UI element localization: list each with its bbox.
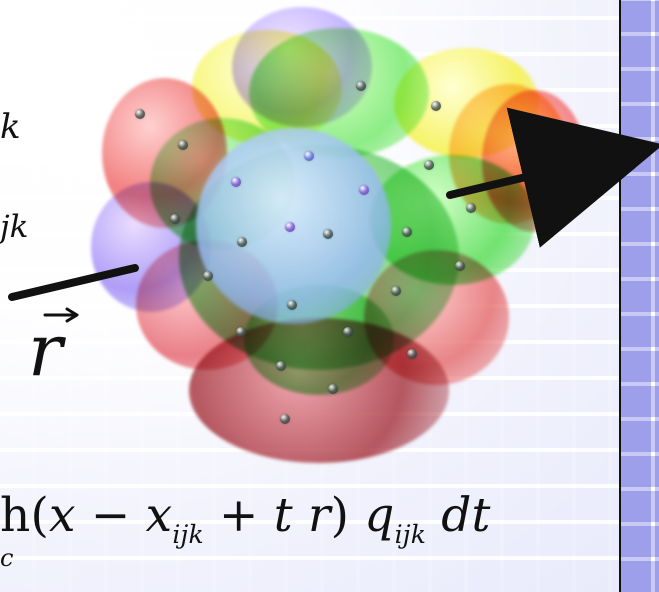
vector-r-arrow [43, 307, 79, 323]
formula-dt: dt [441, 488, 491, 543]
formula-close: ) [330, 488, 350, 543]
outgoing-arrow-line [446, 107, 659, 248]
integral-formula: h(x − xijk + t r) qijk dt [0, 492, 491, 547]
right-panel-grid [620, 0, 659, 592]
formula-prefix: h( [0, 488, 50, 543]
formula-q: q [364, 488, 395, 543]
formula-x-ijk-subscript: ijk [172, 520, 204, 549]
incoming-arrow-line [8, 264, 139, 301]
formula-plus: + [218, 488, 259, 543]
vector-label-r: r [28, 308, 63, 392]
left-label-jk: jk [0, 209, 29, 245]
formula-minus: − [90, 488, 131, 543]
formula-q-subscript: ijk [394, 520, 427, 549]
right-divider-line [619, 0, 621, 592]
particle-red-bottom-right [364, 250, 509, 385]
formula-x: x [49, 488, 76, 543]
formula-x-ijk: x [145, 488, 173, 543]
formula-r: r [307, 488, 331, 543]
left-label-k: k [0, 107, 21, 147]
formula-lower-fragment: c [0, 544, 14, 572]
formula-t: t [273, 488, 293, 543]
